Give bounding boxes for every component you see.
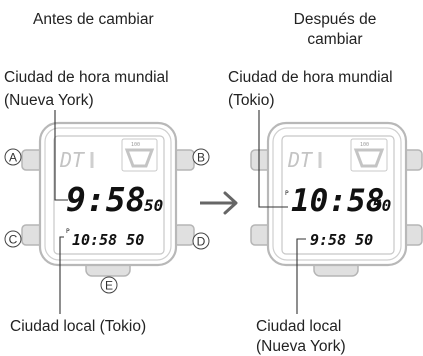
- right-seconds-badge: 100: [360, 142, 369, 148]
- right-dual-time-indicator: DT: [287, 148, 314, 172]
- left-label-a: A: [9, 151, 17, 165]
- right-local-city-name: (Nueva York): [256, 338, 346, 355]
- right-pm-indicator: P: [285, 190, 289, 197]
- right-world-leader-line: [258, 110, 288, 208]
- left-label-c: C: [9, 233, 18, 247]
- left-world-city-label: Ciudad de hora mundial: [4, 69, 169, 86]
- left-world-leader-line: [54, 110, 68, 201]
- left-label-d: D: [197, 235, 206, 249]
- right-local-leader-line: [296, 238, 306, 314]
- left-dual-time-indicator: DT: [59, 148, 86, 172]
- left-main-time: 9:58: [66, 180, 145, 219]
- left-local-city-label: Ciudad local (Tokio): [10, 318, 147, 335]
- right-arrow-icon: [200, 191, 238, 215]
- left-label-c-circle: [4, 230, 22, 248]
- right-world-city-name: (Tokio): [228, 92, 275, 109]
- after-header-line2: cambiar: [307, 31, 363, 48]
- right-world-city-label: Ciudad de hora mundial: [228, 69, 393, 86]
- left-sub-time: 10:58 50: [72, 231, 144, 249]
- left-seconds-badge: 100: [131, 142, 140, 148]
- right-watch: DT 100 P 10:58 50 9:58 50: [250, 121, 423, 277]
- right-watch-bezel: [272, 127, 402, 261]
- left-label-a-circle: [4, 148, 22, 166]
- right-sub-time: 9:58 50: [310, 231, 373, 249]
- left-local-leader-line: [59, 236, 64, 314]
- right-main-seconds: 50: [372, 196, 391, 215]
- left-label-b-circle: [192, 148, 210, 166]
- left-watch: DT 100 9:58 50 P 10:58 50: [21, 121, 195, 277]
- left-main-seconds: 50: [144, 196, 163, 215]
- left-label-d-circle: [192, 232, 210, 250]
- left-world-city-name: (Nueva York): [4, 92, 94, 109]
- left-label-e-circle: [100, 276, 118, 294]
- after-header-line1: Después de: [293, 11, 377, 28]
- right-graph-shape: [353, 148, 385, 168]
- left-label-e: E: [105, 279, 113, 293]
- before-header: Antes de cambiar: [33, 11, 154, 28]
- left-watch-bezel: [44, 127, 172, 261]
- left-graph-shape: [124, 148, 155, 168]
- right-main-time: 10:58: [291, 183, 384, 219]
- left-pm-indicator: P: [66, 228, 70, 235]
- right-local-city-label: Ciudad local: [256, 318, 342, 335]
- left-label-b: B: [197, 151, 205, 165]
